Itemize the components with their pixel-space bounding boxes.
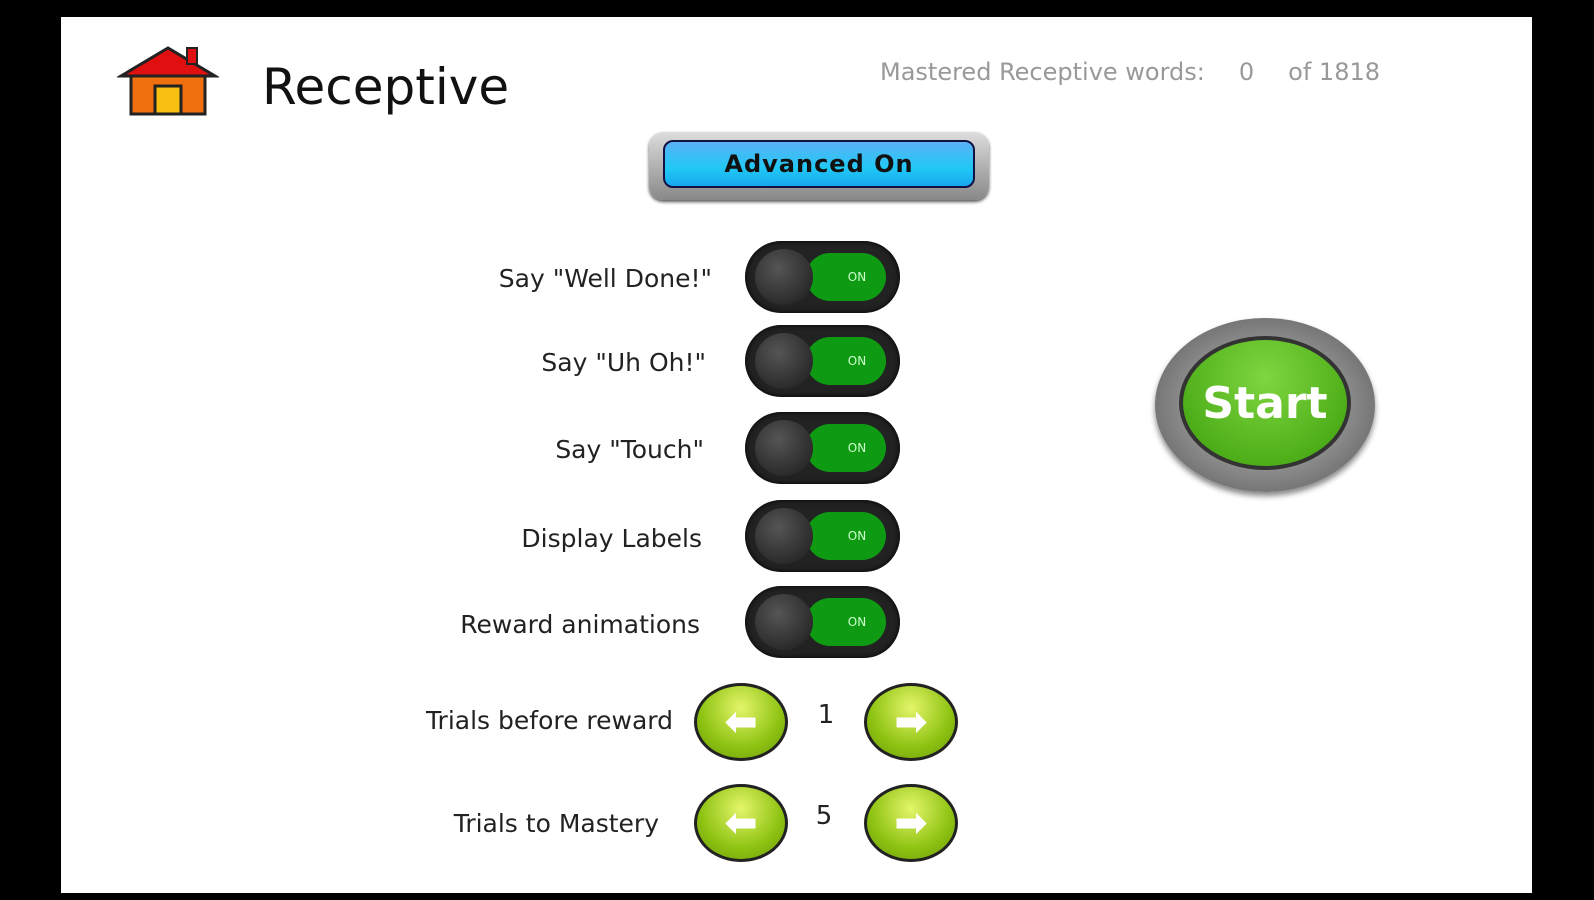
toggle-state: ON bbox=[806, 424, 886, 472]
toggle-label-uh-oh: Say "Uh Oh!" bbox=[541, 348, 706, 377]
trials-to-mastery-decrease[interactable]: ⬅ bbox=[694, 784, 788, 862]
toggle-display-labels[interactable]: ON bbox=[745, 500, 900, 572]
toggle-label-well-done: Say "Well Done!" bbox=[498, 264, 712, 293]
toggle-state: ON bbox=[806, 337, 886, 385]
mastered-label: Mastered Receptive words: bbox=[880, 58, 1205, 86]
trials-before-reward-increase[interactable]: ➡ bbox=[864, 683, 958, 761]
toggle-knob bbox=[755, 420, 813, 476]
toggle-label-touch: Say "Touch" bbox=[555, 435, 704, 464]
advanced-toggle-button[interactable]: Advanced On bbox=[649, 132, 989, 200]
toggle-reward-animations[interactable]: ON bbox=[745, 586, 900, 658]
mastered-total: of 1818 bbox=[1288, 58, 1381, 86]
toggle-touch[interactable]: ON bbox=[745, 412, 900, 484]
mastered-value: 0 bbox=[1238, 58, 1255, 86]
toggle-knob bbox=[755, 508, 813, 564]
start-button[interactable]: Start bbox=[1155, 318, 1375, 492]
toggle-uh-oh[interactable]: ON bbox=[745, 325, 900, 397]
toggle-knob bbox=[755, 333, 813, 389]
mastered-count: Mastered Receptive words: 0 of 1818 bbox=[880, 58, 1414, 86]
advanced-button-label: Advanced On bbox=[663, 140, 975, 188]
toggle-knob bbox=[755, 594, 813, 650]
toggle-state: ON bbox=[806, 512, 886, 560]
arrow-left-icon: ⬅ bbox=[724, 800, 758, 846]
toggle-label-display-labels: Display Labels bbox=[521, 524, 702, 553]
trials-to-mastery-label: Trials to Mastery bbox=[453, 809, 659, 838]
home-icon[interactable] bbox=[115, 44, 221, 120]
trials-before-reward-decrease[interactable]: ⬅ bbox=[694, 683, 788, 761]
start-label: Start bbox=[1179, 336, 1351, 470]
toggle-state: ON bbox=[806, 253, 886, 301]
arrow-right-icon: ➡ bbox=[894, 699, 928, 745]
trials-before-reward-value: 1 bbox=[817, 700, 835, 730]
trials-before-reward-label: Trials before reward bbox=[425, 706, 673, 735]
toggle-knob bbox=[755, 249, 813, 305]
arrow-left-icon: ⬅ bbox=[724, 699, 758, 745]
toggle-state: ON bbox=[806, 598, 886, 646]
toggle-label-reward-animations: Reward animations bbox=[460, 610, 700, 639]
trials-to-mastery-increase[interactable]: ➡ bbox=[864, 784, 958, 862]
trials-to-mastery-value: 5 bbox=[815, 801, 833, 831]
toggle-well-done[interactable]: ON bbox=[745, 241, 900, 313]
page-title: Receptive bbox=[262, 58, 510, 116]
arrow-right-icon: ➡ bbox=[894, 800, 928, 846]
